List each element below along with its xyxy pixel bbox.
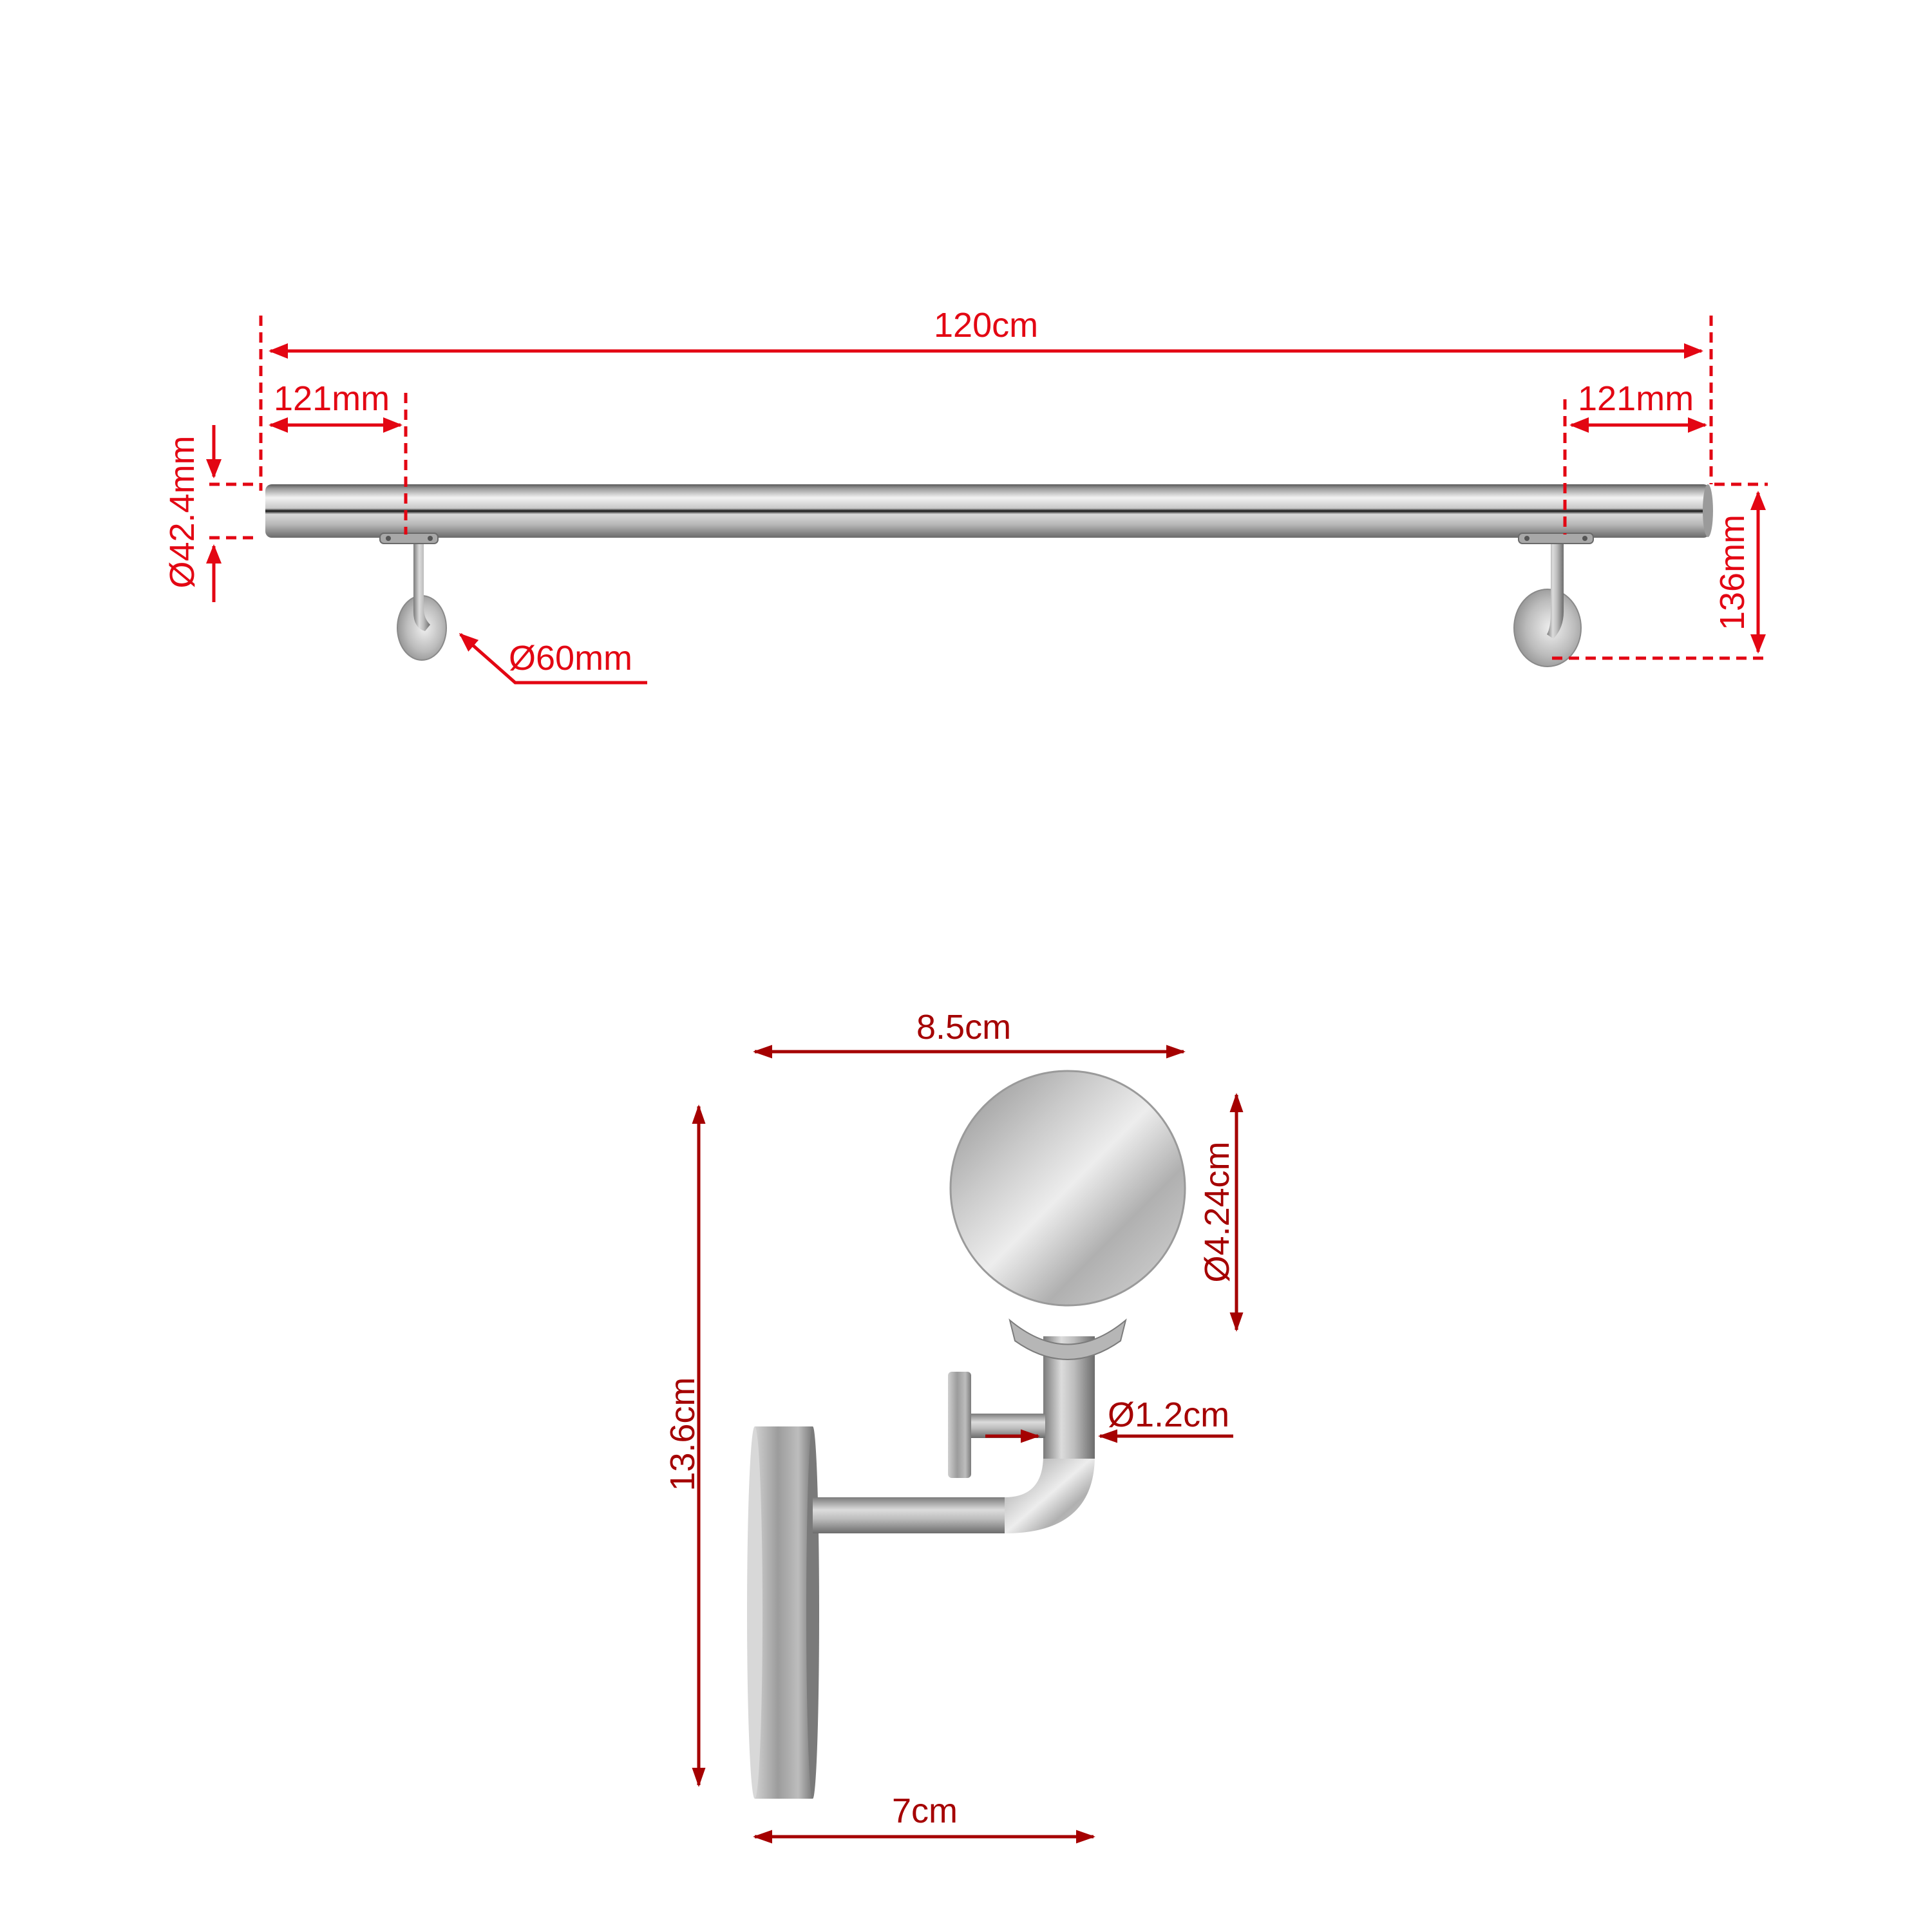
rail-top-view xyxy=(206,316,1768,685)
handrail-end-cap xyxy=(1703,484,1713,537)
bracket-dimensions xyxy=(692,1045,1244,1844)
bracket-height-label: 13.6cm xyxy=(663,1377,702,1492)
bracket-projection-label: 7cm xyxy=(892,1792,958,1830)
bracket-width-label: 8.5cm xyxy=(916,1008,1012,1046)
bracket-arm-bend xyxy=(1005,1455,1095,1533)
right-bracket xyxy=(1513,533,1594,667)
rail-diameter-label: Ø42.4mm xyxy=(163,435,202,589)
right-bracket-offset-label: 121mm xyxy=(1578,379,1694,418)
rod-diameter-label: Ø1.2cm xyxy=(1108,1396,1230,1434)
rail-cross-section-diameter-label: Ø4.24cm xyxy=(1198,1141,1236,1283)
set-screw xyxy=(948,1372,1045,1478)
top-dimensions xyxy=(206,316,1768,685)
wall-mount-disc xyxy=(747,1426,819,1799)
bracket-detail-view xyxy=(692,1045,1244,1844)
rail-cross-section xyxy=(949,1070,1186,1307)
handrail-tube xyxy=(265,484,1710,538)
bracket-arm-horizontal xyxy=(813,1497,1006,1533)
wall-plate-diameter-label: Ø60mm xyxy=(509,639,633,677)
left-bracket-offset-label: 121mm xyxy=(274,379,390,418)
overall-length-label: 120cm xyxy=(934,306,1039,345)
rail-saddle xyxy=(1009,1318,1127,1360)
left-bracket xyxy=(379,533,447,661)
total-height-label: 136mm xyxy=(1713,514,1752,631)
